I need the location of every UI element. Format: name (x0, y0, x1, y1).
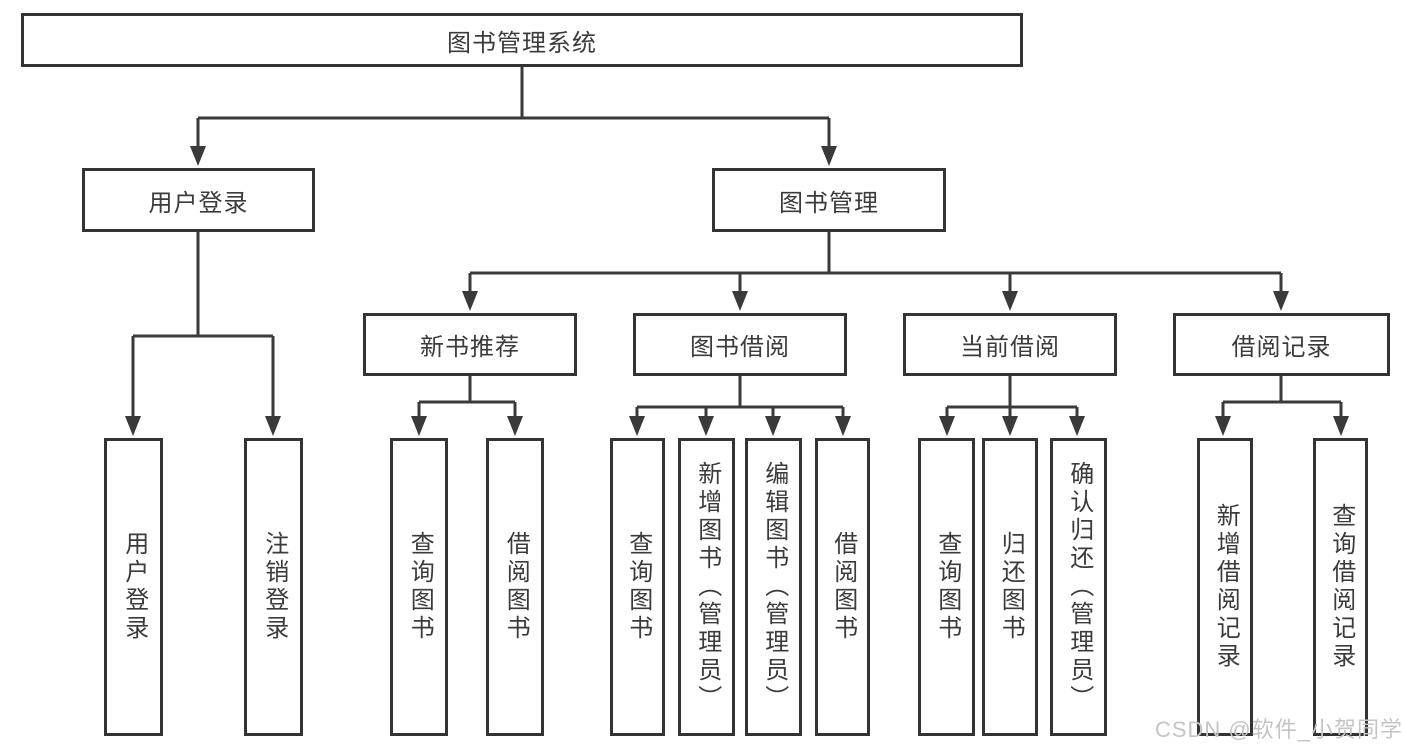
node-label: 借阅图书 (829, 531, 857, 643)
node-query-borrow-record: 查询借阅记录 (1313, 438, 1368, 736)
node-label: 图书管理 (779, 189, 879, 217)
arrowhead-icons (125, 146, 1349, 436)
node-label: 新增借阅记录 (1212, 503, 1240, 671)
node-label: 查询图书 (624, 531, 652, 643)
node-book-borrowing: 图书借阅 (633, 313, 847, 376)
node-label: 查询图书 (933, 531, 961, 643)
node-label: 注销登录 (260, 531, 288, 643)
node-query-books-current: 查询图书 (918, 438, 975, 736)
node-library-management-system: 图书管理系统 (21, 13, 1023, 67)
node-add-borrow-record: 新增借阅记录 (1197, 438, 1253, 736)
node-new-book-recommend: 新书推荐 (363, 313, 577, 376)
node-label: 图书管理系统 (447, 29, 597, 57)
node-user-login-group: 用户登录 (82, 168, 315, 232)
node-label: 查询图书 (406, 531, 434, 643)
node-label: 归还图书 (997, 531, 1025, 643)
node-label: 编辑图书（管理员） (760, 461, 788, 713)
node-query-books-recommend: 查询图书 (390, 438, 448, 736)
node-return-books: 归还图书 (982, 438, 1038, 736)
node-label: 用户登录 (148, 189, 249, 217)
node-label: 当前借阅 (960, 334, 1060, 361)
node-edit-books-admin: 编辑图书（管理员） (745, 438, 802, 736)
node-label: 新增图书（管理员） (693, 461, 721, 713)
node-label: 借阅图书 (502, 531, 530, 643)
node-label: 新书推荐 (420, 334, 520, 361)
node-borrow-books-recommend: 借阅图书 (486, 438, 544, 736)
node-label: 图书借阅 (690, 334, 790, 361)
node-label: 查询借阅记录 (1327, 503, 1355, 671)
node-borrow-books-borrowing: 借阅图书 (815, 438, 870, 736)
node-query-books-borrowing: 查询图书 (610, 438, 665, 736)
node-book-management: 图书管理 (712, 168, 946, 232)
csdn-watermark: CSDN @软件_小贺同学 (1154, 717, 1403, 742)
node-borrowing-records: 借阅记录 (1173, 313, 1390, 376)
node-logout-login: 注销登录 (244, 438, 303, 736)
node-confirm-return-admin: 确认归还（管理员） (1050, 438, 1107, 736)
node-label: 确认归还（管理员） (1065, 461, 1093, 713)
node-user-login: 用户登录 (104, 438, 163, 736)
node-label: 用户登录 (120, 531, 148, 643)
node-current-borrowing: 当前借阅 (903, 313, 1117, 376)
node-label: 借阅记录 (1231, 334, 1332, 361)
node-add-books-admin: 新增图书（管理员） (678, 438, 735, 736)
